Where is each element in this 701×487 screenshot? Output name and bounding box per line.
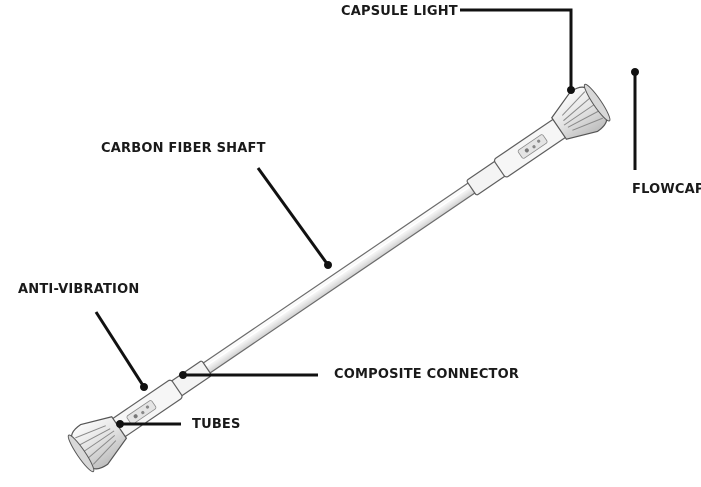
label-carbon-fiber-shaft: CARBON FIBER SHAFT bbox=[101, 141, 266, 156]
label-anti-vibration: ANTI-VIBRATION bbox=[18, 282, 139, 297]
flowstick bbox=[67, 83, 611, 473]
capsule-light-lower bbox=[126, 400, 157, 425]
anchor-dots bbox=[116, 68, 639, 428]
flowcap-lower bbox=[67, 416, 128, 473]
leader-lines bbox=[94, 8, 637, 426]
dot-capsule-light bbox=[567, 86, 575, 94]
dot-flowcap bbox=[631, 68, 639, 76]
leader-carbon-fiber-shaft bbox=[256, 167, 330, 266]
dot-carbon-fiber-shaft bbox=[324, 261, 332, 269]
shaft-highlight bbox=[201, 184, 473, 370]
label-tubes: TUBES bbox=[192, 417, 241, 432]
dot-tubes bbox=[116, 420, 124, 428]
flowcap-upper bbox=[551, 83, 611, 140]
dot-composite-connector bbox=[179, 371, 187, 379]
leader-anti-vibration bbox=[94, 311, 146, 388]
label-flowcap: FLOWCAP bbox=[632, 182, 701, 197]
label-composite-connector: COMPOSITE CONNECTOR bbox=[334, 367, 519, 382]
capsule-light-upper bbox=[517, 134, 548, 159]
label-capsule-light: CAPSULE LIGHT bbox=[341, 4, 458, 19]
dot-anti-vibration bbox=[140, 383, 148, 391]
leader-capsule-light bbox=[460, 8, 573, 90]
